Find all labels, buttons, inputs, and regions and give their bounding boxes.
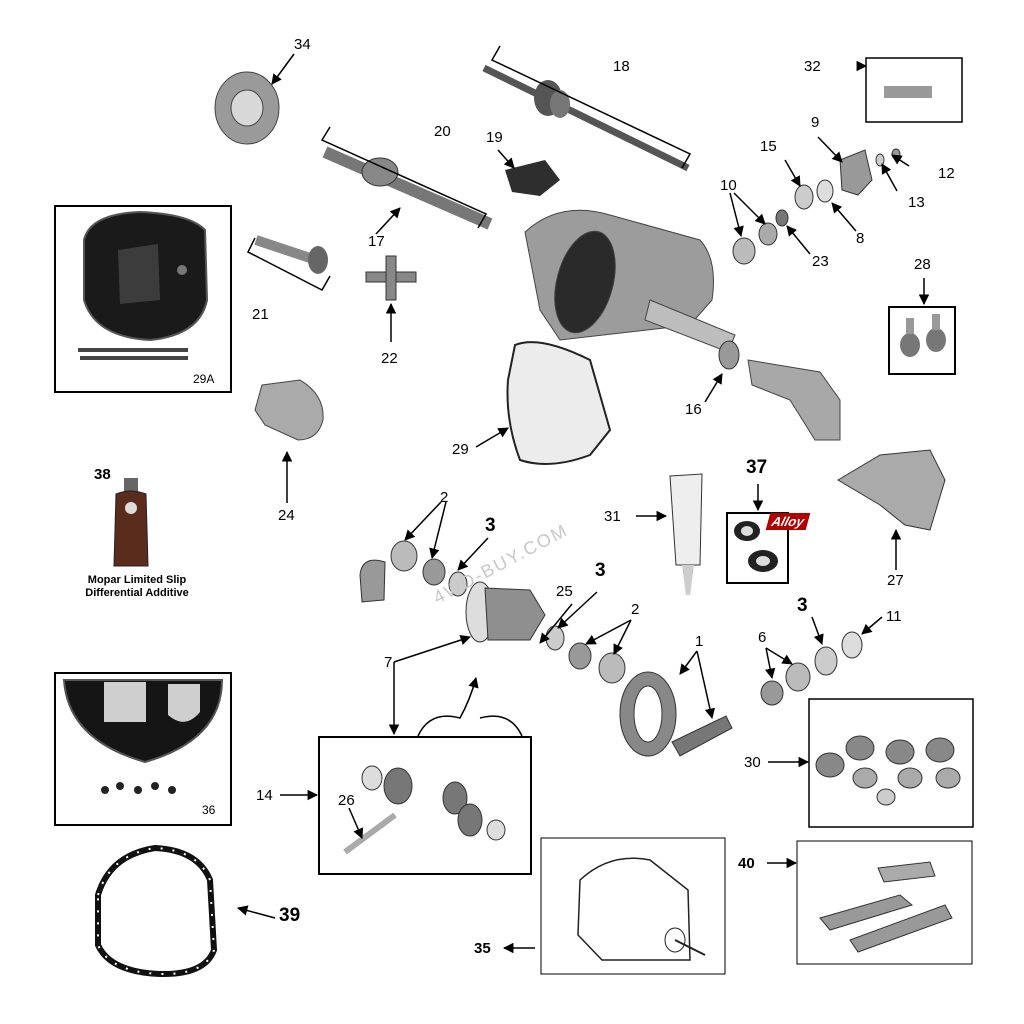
label-29: 29 [452, 441, 469, 458]
label-26: 26 [338, 792, 355, 809]
shim-3 [448, 571, 468, 597]
yoke-9 [839, 149, 873, 196]
washer-13 [875, 153, 885, 167]
label-39: 39 [279, 905, 301, 926]
label-31: 31 [604, 508, 621, 525]
label-23: 23 [812, 253, 829, 270]
diff-case-7 [465, 581, 546, 643]
seals-37 [734, 521, 778, 572]
cone-2b [568, 642, 592, 670]
label-24: 24 [278, 507, 295, 524]
mopar-caption: Mopar Limited Slip Differential Additive [85, 574, 189, 599]
bearing-kit-30 [815, 735, 961, 806]
label-9: 9 [811, 114, 820, 131]
diff-cover-29a [78, 210, 209, 360]
axle-shaft-18 [482, 64, 690, 172]
washer-8 [816, 179, 834, 203]
housing-end [747, 359, 841, 441]
shim-3b [545, 625, 565, 651]
box-14 [318, 736, 532, 875]
part-24 [254, 379, 324, 441]
washer-15 [794, 184, 814, 210]
bearing-16 [718, 340, 740, 370]
locker-35 [577, 857, 706, 961]
boot-19 [505, 160, 560, 196]
parts-40 [819, 861, 953, 953]
label-12: 12 [938, 165, 955, 182]
label-3a: 3 [485, 515, 496, 536]
ring-pinion-1 [619, 671, 733, 757]
sealant-tube-31 [669, 473, 703, 595]
label-21: 21 [252, 306, 269, 323]
label-30: 30 [744, 754, 761, 771]
label-11: 11 [886, 608, 902, 625]
steering-knuckle-27 [837, 449, 946, 531]
spider-gears-14 [343, 765, 506, 855]
hub-bearing-34 [214, 71, 280, 145]
bearing-set-10 [732, 222, 778, 265]
label-18: 18 [613, 58, 630, 75]
cup-2 [390, 540, 418, 572]
label-22: 22 [381, 350, 398, 367]
label-38: 38 [94, 466, 111, 483]
label-20: 20 [434, 123, 451, 140]
label-32: 32 [804, 58, 821, 75]
label-3b: 3 [595, 560, 606, 581]
shaft-assembly-20 [322, 146, 493, 230]
label-2b: 2 [631, 601, 640, 618]
label-1: 1 [695, 633, 704, 650]
label-8: 8 [856, 230, 865, 247]
axle-housing [524, 209, 736, 353]
cover-gasket-39 [95, 844, 218, 978]
label-6: 6 [758, 629, 767, 646]
label-15: 15 [760, 138, 777, 155]
box-label-36: 36 [202, 803, 216, 817]
label-7: 7 [384, 654, 393, 671]
cone-6 [760, 680, 784, 706]
box-label-29a: 29A [193, 372, 215, 386]
ball-joints-28 [900, 314, 946, 357]
seal-11 [841, 631, 863, 659]
cup-6 [785, 662, 811, 692]
callout-lines [236, 45, 930, 954]
label-2a: 2 [440, 489, 449, 506]
pinion-23 [775, 209, 789, 227]
housing-cover-29 [506, 341, 612, 465]
u-joint-22 [365, 255, 417, 301]
label-17: 17 [368, 233, 385, 250]
label-27: 27 [887, 572, 904, 589]
stub-shaft-21 [254, 235, 328, 274]
parts-32 [884, 86, 932, 98]
cup-2b [598, 652, 626, 684]
label-19: 19 [486, 129, 503, 146]
label-34: 34 [294, 36, 311, 53]
diff-cover-36 [62, 679, 224, 794]
mopar-bottle-38 [113, 478, 149, 567]
label-10: 10 [720, 177, 737, 194]
label-13: 13 [908, 194, 925, 211]
alloy-logo: Alloy [765, 513, 811, 530]
label-37: 37 [746, 457, 768, 478]
label-28: 28 [914, 256, 931, 273]
label-16: 16 [685, 401, 702, 418]
label-14: 14 [256, 787, 273, 804]
label-40: 40 [738, 855, 755, 872]
label-35: 35 [474, 940, 491, 957]
label-25: 25 [556, 583, 573, 600]
label-3c: 3 [797, 595, 808, 616]
cone-2 [422, 558, 446, 586]
bearing-cap [359, 559, 386, 603]
spacer-3 [814, 646, 838, 676]
